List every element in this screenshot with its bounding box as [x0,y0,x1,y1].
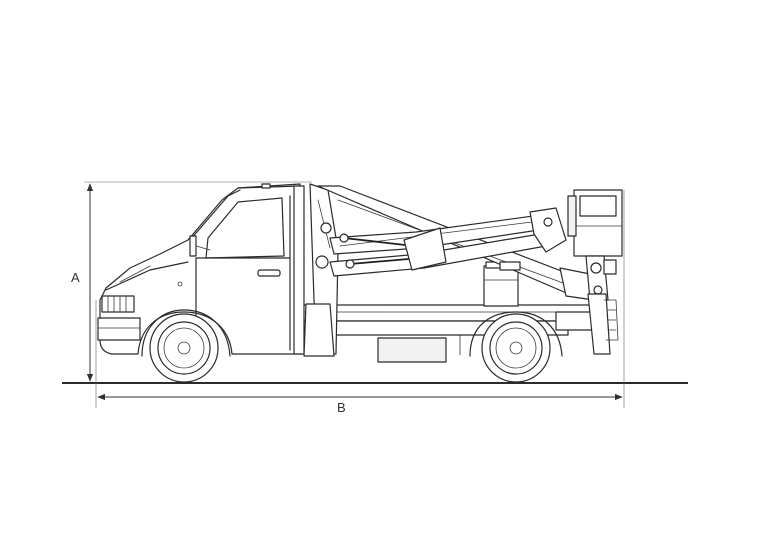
front-wheel [141,309,231,383]
boom-assembly [317,185,595,301]
rear-wheel [469,311,563,383]
dimension-b-label: B [337,400,346,415]
dimension-a-label: A [71,270,80,285]
turret-mast [303,183,339,357]
work-basket [567,189,623,301]
truck-cab [97,183,305,355]
rear-stabiliser [587,259,619,355]
dimension-b: B [95,190,625,415]
chassis-frame [299,304,601,363]
dimension-a: A [71,181,312,382]
